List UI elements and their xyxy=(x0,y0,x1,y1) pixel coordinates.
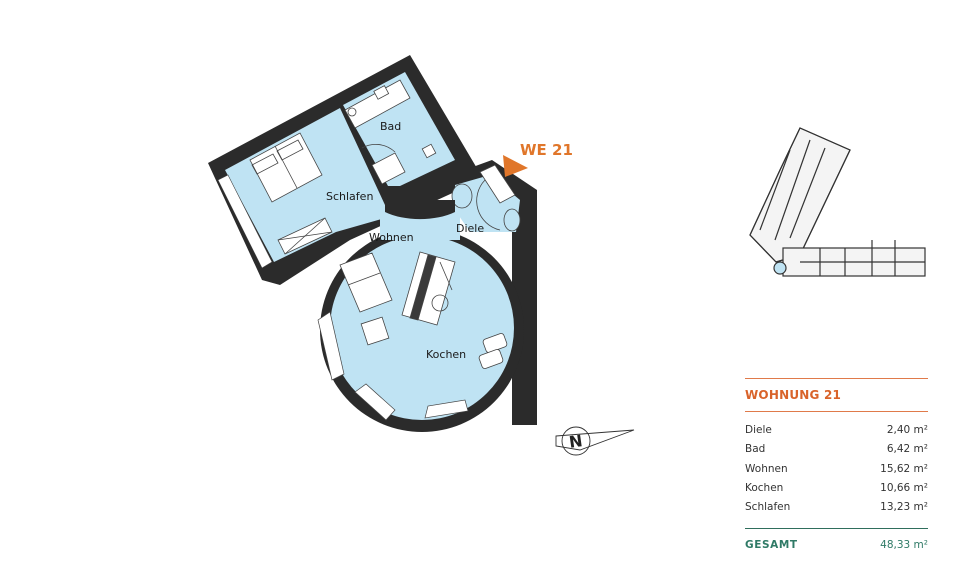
area-row: Schlafen 13,23 m² xyxy=(745,501,928,520)
bath-fixtures-icon xyxy=(344,79,437,185)
divider xyxy=(745,378,928,379)
bedroom-bath-block xyxy=(208,55,478,285)
room-area: 15,62 m² xyxy=(880,462,928,475)
building-site-plan-icon xyxy=(749,127,926,277)
room-label-wohnen: Wohnen xyxy=(369,231,414,244)
room-name: Wohnen xyxy=(745,462,788,475)
area-table: WOHNUNG 21 Diele 2,40 m² Bad 6,42 m² Wohne… xyxy=(745,378,928,551)
room-name: Diele xyxy=(745,424,772,436)
north-arrow-icon: N xyxy=(555,426,635,456)
room-area: 10,66 m² xyxy=(880,481,928,494)
room-area: 6,42 m² xyxy=(886,443,928,456)
room-area: 2,40 m² xyxy=(886,424,928,436)
area-row: Diele 2,40 m² xyxy=(745,424,928,443)
sofa-icon xyxy=(339,252,393,313)
entry-door-icon xyxy=(451,164,521,232)
area-row: Bad 6,42 m² xyxy=(745,443,928,462)
coffee-table-icon xyxy=(360,316,390,346)
room-name: Bad xyxy=(745,443,766,456)
tower-windows xyxy=(317,311,469,421)
total-area: 48,33 m² xyxy=(880,539,928,552)
room-area: 13,23 m² xyxy=(880,501,928,514)
wardrobe-icon xyxy=(277,217,333,255)
area-row: Wohnen 15,62 m² xyxy=(745,463,928,482)
round-tower xyxy=(317,200,524,432)
room-label-kochen: Kochen xyxy=(426,348,466,361)
entry-wall xyxy=(451,160,537,425)
entry-arrow-icon xyxy=(503,155,528,177)
total-label: GESAMT xyxy=(745,539,798,552)
total-row: GESAMT 48,33 m² xyxy=(745,529,928,551)
dining-chairs-icon xyxy=(478,333,508,369)
apartment-marker-label: WE 21 xyxy=(520,141,573,159)
room-label-schlafen: Schlafen xyxy=(326,190,373,203)
divider xyxy=(745,411,928,412)
area-row: Kochen 10,66 m² xyxy=(745,482,928,501)
room-schlafen xyxy=(225,108,385,262)
room-label-bad: Bad xyxy=(380,120,401,133)
kitchen-island-icon xyxy=(401,251,456,326)
room-name: Kochen xyxy=(745,481,784,494)
apartment-title: WOHNUNG 21 xyxy=(745,388,842,402)
divider xyxy=(745,528,928,530)
bed-icon xyxy=(249,132,323,203)
svg-text:N: N xyxy=(568,431,584,452)
room-name: Schlafen xyxy=(745,501,791,514)
room-label-diele: Diele xyxy=(456,222,484,235)
